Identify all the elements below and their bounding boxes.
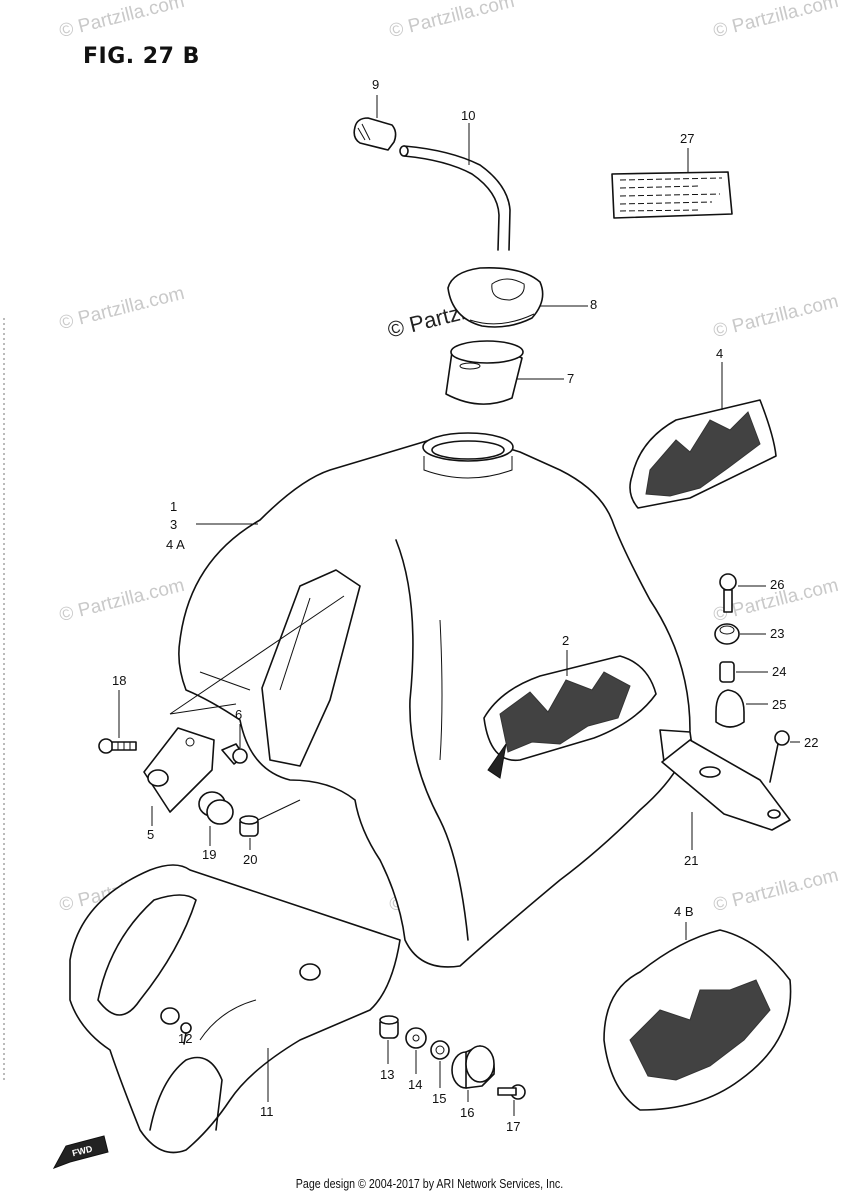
label-part-24: 24: [772, 664, 787, 679]
part-7-filler-neck: [445, 340, 564, 405]
fwd-arrow-icon: [52, 1135, 109, 1169]
label-part-26: 26: [770, 577, 785, 592]
part-14-washer: [405, 1027, 427, 1074]
label-part-5: 5: [147, 827, 155, 842]
label-part-23: 23: [770, 626, 785, 641]
part-17-bolt: [497, 1084, 526, 1116]
part-8-fuel-cap: [447, 266, 588, 328]
part-26-bolt: [719, 573, 766, 613]
label-part-18: 18: [112, 673, 127, 688]
footer-copyright: Page design © 2004-2017 by ARI Network S…: [295, 1176, 564, 1191]
part-24-collar: [719, 661, 768, 683]
part-27-warning-label: [611, 148, 733, 219]
part-15-nut: [430, 1040, 450, 1088]
figure-title: FIG. 27 B: [83, 44, 200, 69]
part-18-bolt: [98, 690, 137, 754]
part-23-nut: [714, 623, 766, 645]
label-part-16: 16: [460, 1105, 475, 1120]
part-10-breather-hose: [399, 123, 511, 251]
label-part-27: 27: [680, 131, 695, 146]
label-part-21: 21: [684, 853, 699, 868]
part-4b-emblem: [603, 922, 792, 1111]
label-part-15: 15: [432, 1091, 447, 1106]
part-1-fuel-tank: [178, 432, 695, 968]
part-9-vent-fitting: [353, 95, 397, 151]
label-part-13: 13: [380, 1067, 395, 1082]
label-part-4: 4: [716, 346, 724, 361]
label-part-4b: 4 B: [674, 904, 694, 919]
label-part-14: 14: [408, 1077, 423, 1092]
part-19-grommet: [198, 791, 234, 846]
part-16-cushion: [451, 1045, 496, 1102]
label-part-11: 11: [260, 1104, 274, 1119]
part-13-collar: [379, 1015, 399, 1064]
part-21-bracket: [661, 739, 791, 850]
part-25-cushion: [715, 689, 768, 728]
part-22-bolt: [769, 730, 800, 783]
label-part-19: 19: [202, 847, 217, 862]
label-part-6: 6: [235, 707, 243, 722]
label-part-9: 9: [372, 77, 380, 92]
part-5-bracket: [143, 727, 215, 826]
part-12-screw: [180, 1022, 192, 1045]
label-part-2: 2: [562, 633, 570, 648]
part-4-pad: [629, 362, 777, 509]
label-part-7: 7: [567, 371, 575, 386]
label-part-4a: 4 A: [166, 537, 185, 552]
part-20-collar: [239, 815, 259, 850]
part-2-emblem: [483, 650, 657, 779]
part-6-bolt: [221, 724, 248, 765]
label-part-17: 17: [506, 1119, 521, 1134]
part-11-side-cover: [69, 864, 401, 1154]
label-part-3: 3: [170, 517, 178, 532]
label-part-20: 20: [243, 852, 258, 867]
label-part-8: 8: [590, 297, 598, 312]
label-part-10: 10: [461, 108, 476, 123]
label-part-1: 1: [170, 499, 178, 514]
label-part-12: 12: [178, 1031, 193, 1046]
label-part-25: 25: [772, 697, 787, 712]
label-part-22: 22: [804, 735, 819, 750]
